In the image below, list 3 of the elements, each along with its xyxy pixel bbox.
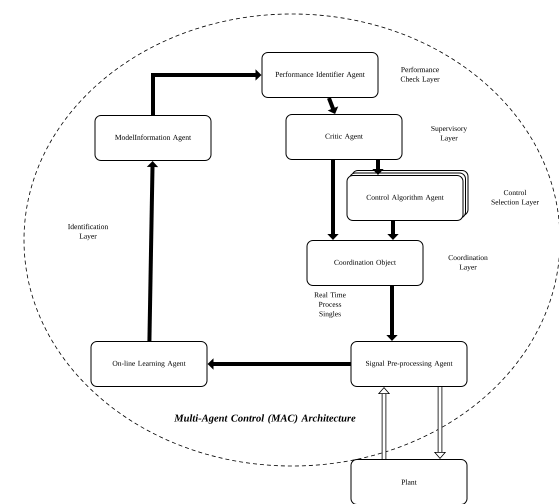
architecture-label: Multi-Agent Control (MAC) Architecture [174,414,356,424]
arrow [327,97,338,114]
arrow [151,69,262,115]
